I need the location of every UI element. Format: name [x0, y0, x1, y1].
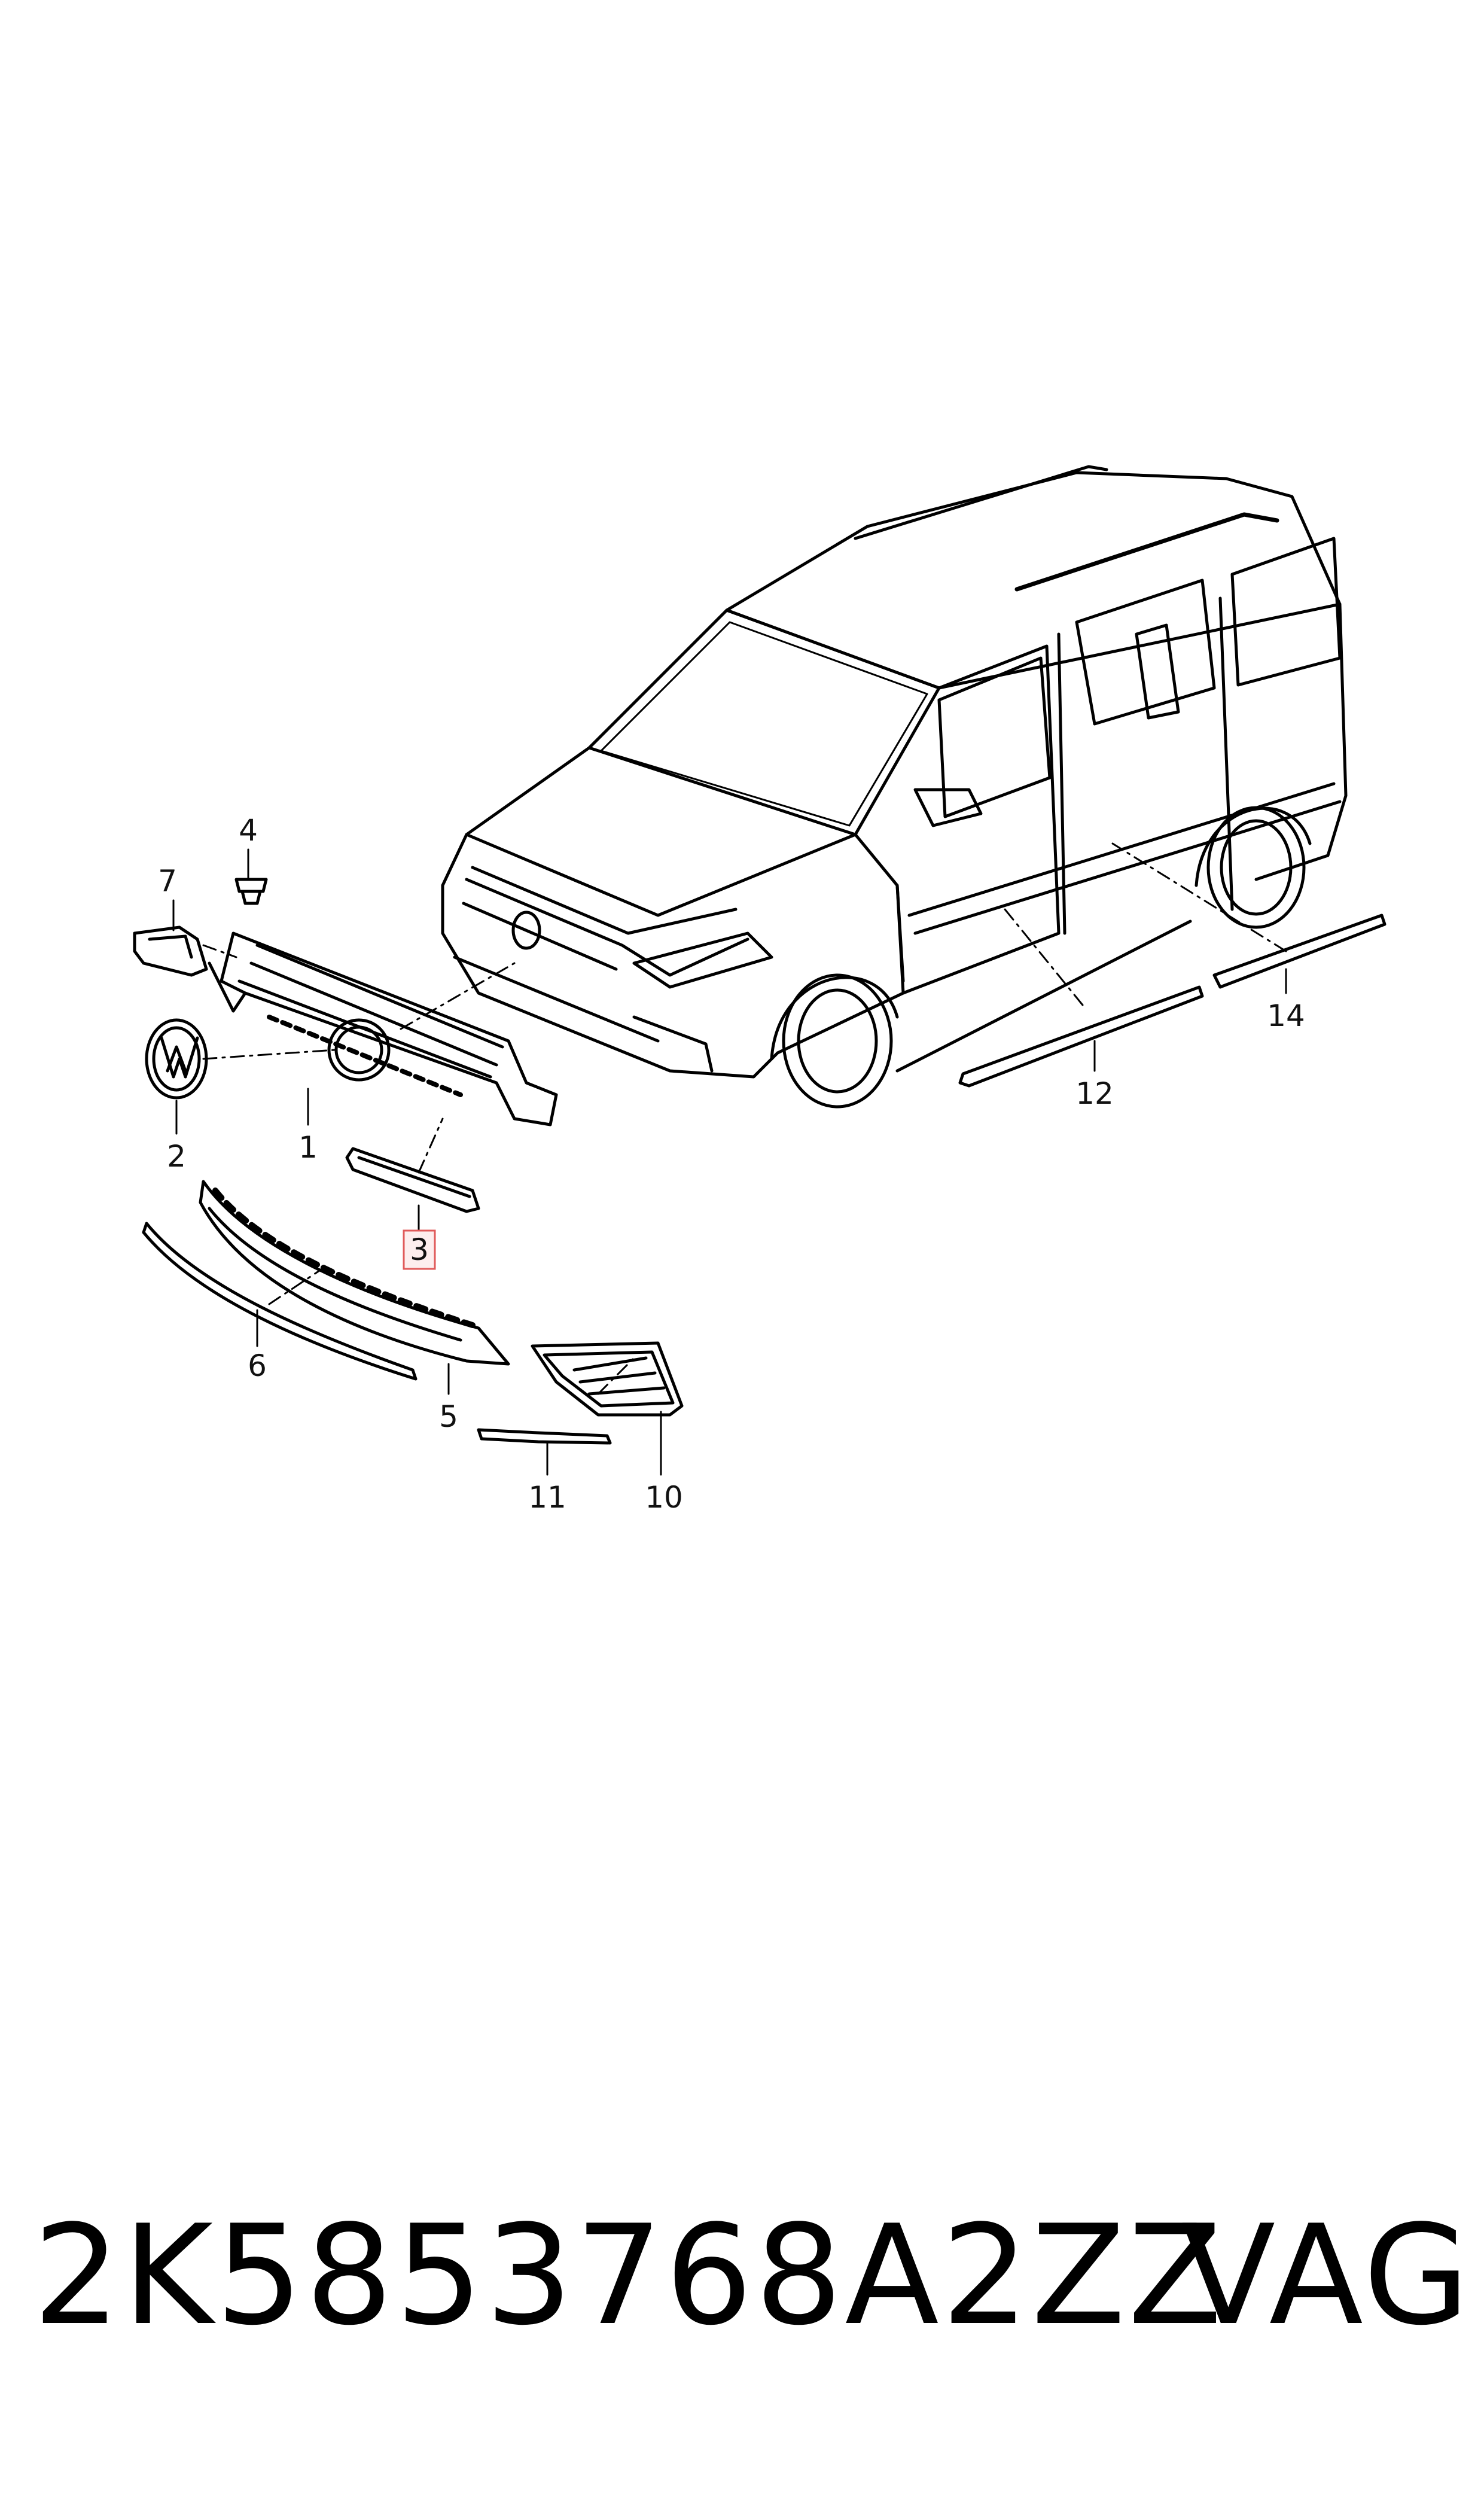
lower-trim-strip-part	[142, 1222, 418, 1381]
clip-part	[234, 878, 268, 905]
van-illustration	[441, 465, 1348, 1109]
callout-3-highlight	[403, 1229, 436, 1270]
callout-5: 5	[439, 1399, 458, 1434]
leader-lines	[202, 842, 1287, 1395]
vw-emblem-part	[145, 1018, 208, 1100]
callout-14: 14	[1267, 998, 1305, 1033]
side-moulding-14-part	[1212, 914, 1387, 989]
small-trim-part	[477, 1428, 612, 1445]
callout-6: 6	[248, 1348, 267, 1383]
callout-12: 12	[1075, 1076, 1114, 1111]
fog-light-cover-part	[531, 1341, 684, 1417]
callout-3: 3	[410, 1232, 429, 1267]
grille-trim-strip-part	[345, 1147, 480, 1213]
brand-name: VAG	[1181, 2196, 1473, 2356]
callout-4: 4	[239, 813, 258, 848]
part-number: 2K5853768A2ZZ	[33, 2196, 1225, 2356]
callout-7: 7	[158, 864, 177, 899]
bracket-part	[133, 925, 208, 977]
radiator-grille-part	[208, 931, 558, 1126]
callout-1: 1	[298, 1130, 318, 1165]
callout-11: 11	[528, 1480, 566, 1515]
callout-leaders	[172, 848, 1287, 1476]
side-moulding-12-part	[958, 985, 1204, 1088]
callout-2: 2	[167, 1139, 186, 1174]
callout-10: 10	[645, 1480, 683, 1515]
